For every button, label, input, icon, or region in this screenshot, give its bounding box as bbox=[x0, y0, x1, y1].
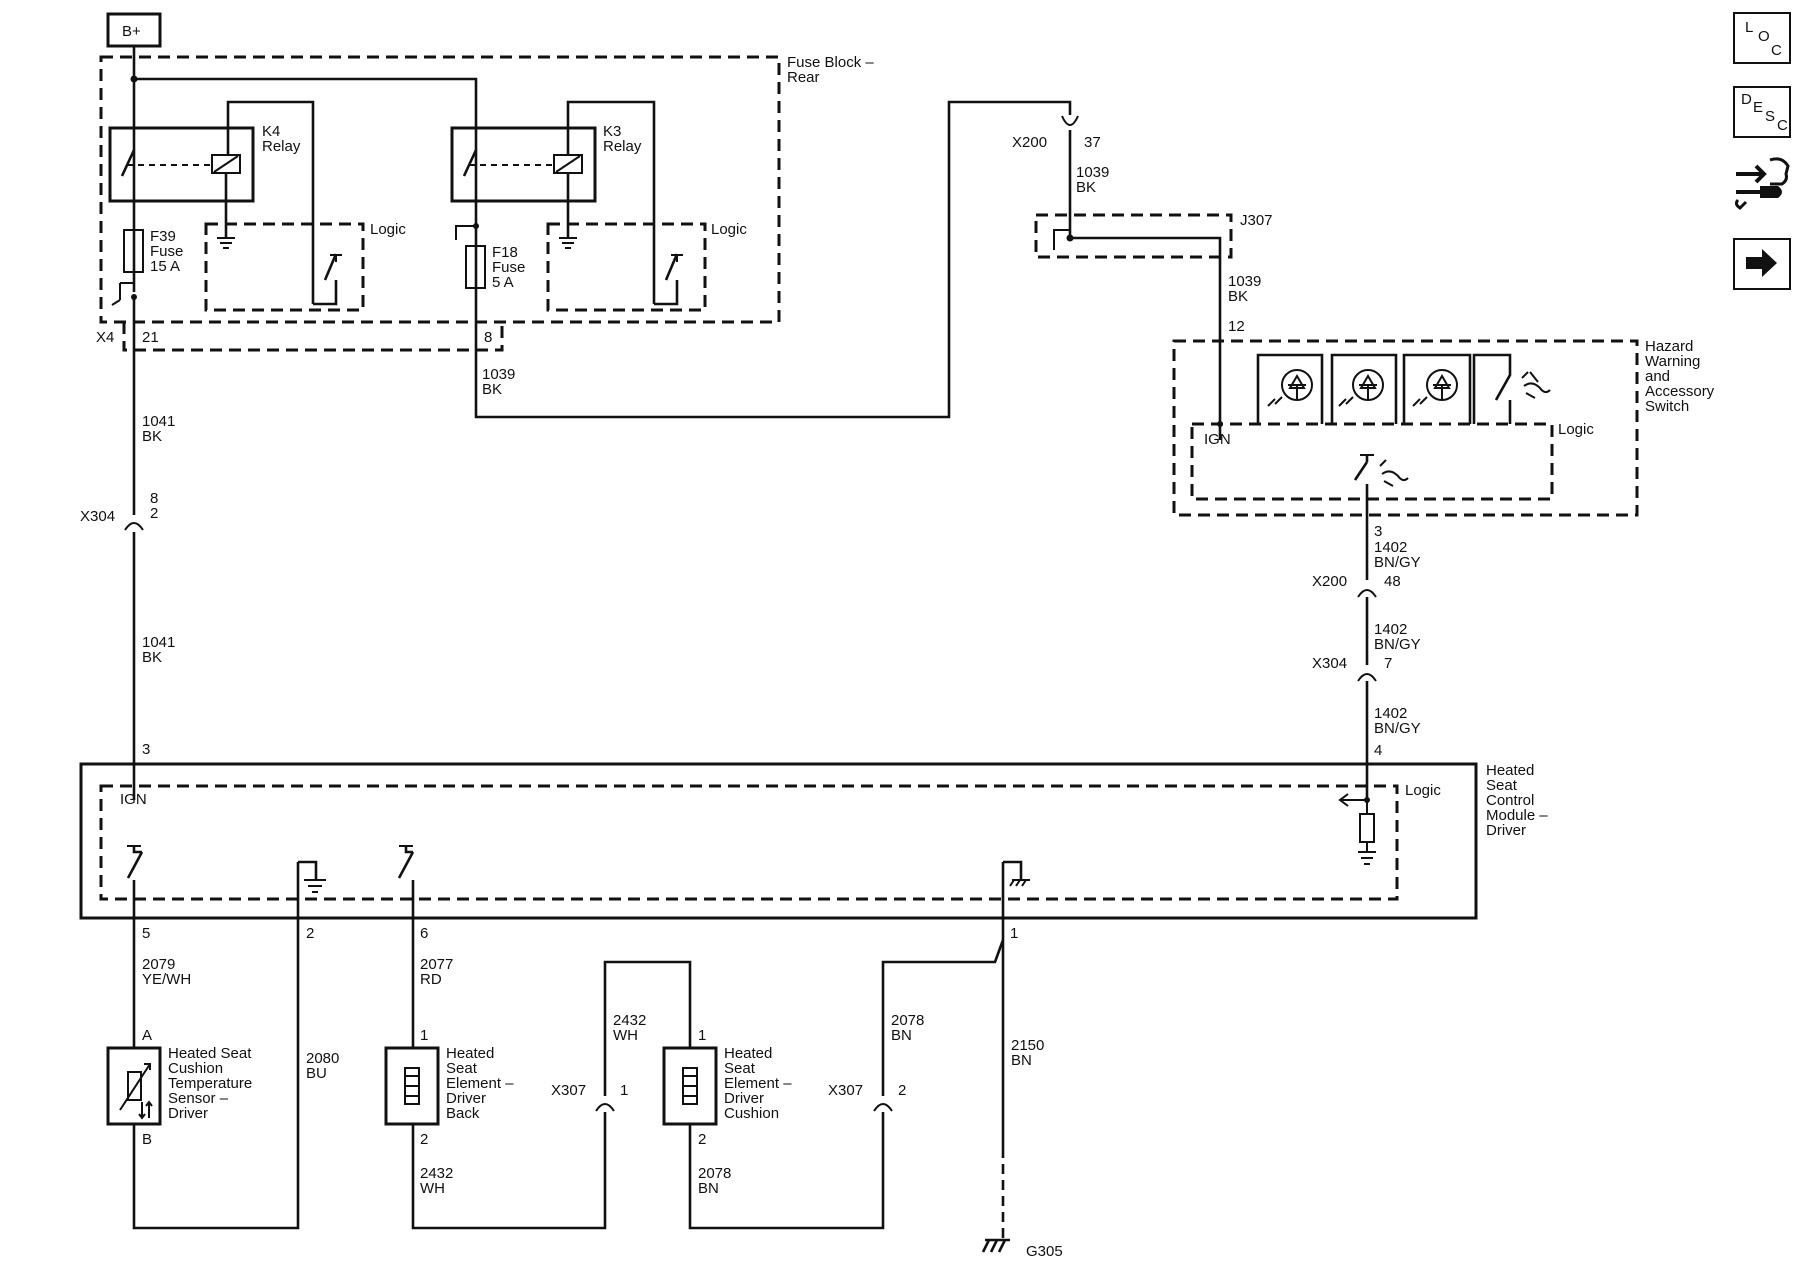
module-pin-3: 3 bbox=[142, 741, 150, 758]
module-pin-5: 5 bbox=[142, 925, 150, 942]
x304-right-label: X304 bbox=[1312, 655, 1347, 672]
x304-left-label: X304 bbox=[80, 508, 115, 525]
hazard-pin-3: 3 bbox=[1374, 523, 1382, 540]
k4-logic-label: Logic bbox=[370, 221, 406, 238]
connector-tool-icon[interactable] bbox=[1730, 152, 1794, 214]
hazard-ign-label: IGN bbox=[1204, 431, 1231, 448]
module-pin-6: 6 bbox=[420, 925, 428, 942]
x4-pin-21: 21 bbox=[142, 329, 159, 346]
hazard-pin-12: 12 bbox=[1228, 318, 1245, 335]
location-letter-o: O bbox=[1758, 28, 1770, 45]
arrow-right-icon bbox=[1746, 249, 1777, 277]
g305-ground: G305 bbox=[981, 1238, 1063, 1260]
x307-b-label: X307 bbox=[828, 1082, 863, 1099]
element-cushion-pin-1: 1 bbox=[698, 1027, 706, 1044]
k3-logic-label: Logic bbox=[711, 221, 747, 238]
g305-label: G305 bbox=[1026, 1243, 1063, 1260]
x307-b-pin: 2 bbox=[898, 1082, 906, 1099]
element-back-pin-2: 2 bbox=[420, 1131, 428, 1148]
location-button[interactable]: L O C bbox=[1733, 12, 1791, 64]
x200-top-label: X200 bbox=[1012, 134, 1047, 151]
x200-top-pin: 37 bbox=[1084, 134, 1101, 151]
x307-a-label: X307 bbox=[551, 1082, 586, 1099]
module-pin-2: 2 bbox=[306, 925, 314, 942]
x200-right-pin: 48 bbox=[1384, 573, 1401, 590]
description-button[interactable]: D E S C bbox=[1733, 86, 1791, 138]
x4-pin-8: 8 bbox=[484, 329, 492, 346]
x304-right-connector: X304 7 bbox=[1312, 655, 1392, 764]
b-plus-label: B+ bbox=[122, 23, 141, 40]
x304-right-pin: 7 bbox=[1384, 655, 1392, 672]
description-letter-c: C bbox=[1777, 117, 1788, 134]
location-letter-c: C bbox=[1771, 42, 1782, 59]
sensor-pin-a: A bbox=[142, 1027, 152, 1044]
x4-label: X4 bbox=[96, 329, 114, 346]
x200-right-connector: X200 48 bbox=[1312, 573, 1401, 665]
description-letter-s: S bbox=[1765, 108, 1776, 125]
description-letter-e: E bbox=[1753, 99, 1764, 116]
location-letter-l: L bbox=[1745, 19, 1754, 36]
element-back-pin-1: 1 bbox=[420, 1027, 428, 1044]
module-pin-4: 4 bbox=[1374, 742, 1382, 759]
j307-label: J307 bbox=[1240, 212, 1273, 229]
x4-connector: X4 21 8 bbox=[96, 322, 504, 352]
module-pin-1: 1 bbox=[1010, 925, 1018, 942]
next-button[interactable] bbox=[1733, 238, 1791, 290]
hazard-logic-label: Logic bbox=[1558, 421, 1594, 438]
x307-a-pin: 1 bbox=[620, 1082, 628, 1099]
fuse-block-label: Fuse Block –Rear bbox=[787, 54, 874, 86]
x200-right-label: X200 bbox=[1312, 573, 1347, 590]
battery-positive-terminal: B+ bbox=[106, 12, 162, 48]
module-logic-label: Logic bbox=[1405, 782, 1441, 799]
description-letter-d: D bbox=[1741, 91, 1752, 108]
element-cushion-pin-2: 2 bbox=[698, 1131, 706, 1148]
sensor-pin-b: B bbox=[142, 1131, 152, 1148]
